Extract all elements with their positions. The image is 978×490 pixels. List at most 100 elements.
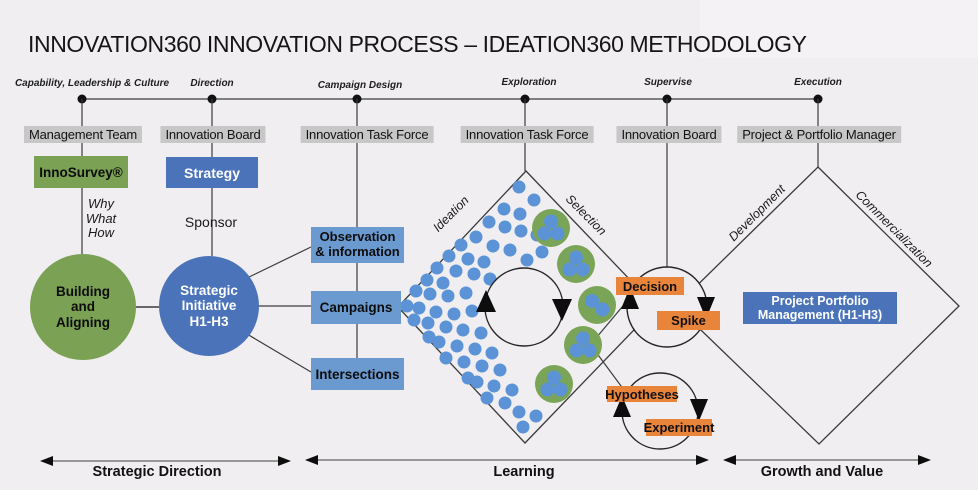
arrow-left-icon [305, 455, 318, 465]
idea-dot [423, 287, 437, 301]
note-line: Why [88, 196, 114, 211]
role-innovation-board-1: Innovation Board [160, 126, 266, 143]
selection-circles [532, 209, 616, 403]
idea-dot [465, 304, 479, 318]
sponsor-note: Sponsor [184, 214, 238, 230]
idea-dot [447, 307, 461, 321]
selected-idea-dot [576, 331, 590, 346]
idea-dot [505, 383, 519, 397]
idea-dot [457, 355, 471, 369]
footer-label-learning: Learning [493, 464, 555, 480]
role-management-team: Management Team [23, 126, 143, 143]
idea-dot [456, 323, 470, 337]
experiment-cycle-circle [621, 372, 699, 450]
idea-dot [441, 289, 455, 303]
idea-dot [429, 305, 443, 319]
campaigns-box: Campaigns [311, 291, 401, 324]
milestone-supervise: Supervise [644, 77, 692, 88]
idea-dot [412, 301, 426, 315]
selected-idea-dot [547, 370, 561, 385]
idea-dot [439, 320, 453, 334]
selected-idea-dot [537, 226, 552, 241]
milestone-campaign-design: Campaign Design [317, 80, 403, 91]
milestone-exploration: Exploration [501, 77, 557, 88]
idea-dot [503, 243, 517, 257]
idea-dot [420, 273, 434, 287]
role-project-portfolio-manager: Project & Portfolio Manager [737, 126, 901, 143]
label-line: Initiative [181, 298, 237, 314]
arrow-right-icon [918, 455, 931, 465]
label-line: Observation [319, 229, 396, 245]
page-title: INNOVATION360 INNOVATION PROCESS – IDEAT… [28, 31, 807, 57]
cycle-arrow-up-icon [621, 287, 639, 309]
decision-box: Decision [616, 277, 684, 295]
idea-dot [527, 193, 541, 207]
selected-idea-dot [569, 343, 584, 358]
ideation-cycle-circle [484, 267, 564, 347]
idea-dot [480, 391, 494, 405]
milestone-direction: Direction [190, 78, 234, 89]
idea-dot [442, 249, 456, 263]
selected-idea-dot [562, 262, 577, 277]
idea-dot [498, 220, 512, 234]
milestone-execution: Execution [794, 77, 842, 88]
strategy-box: Strategy [166, 157, 258, 188]
idea-dot [439, 351, 453, 365]
label-line: Strategic [180, 283, 238, 299]
idea-dot [493, 363, 507, 377]
spike-box: Spike [657, 311, 720, 330]
label-line: H1-H3 [189, 313, 229, 329]
idea-dot [520, 253, 534, 267]
idea-dot [470, 375, 484, 389]
development-commercialization-diamond [675, 166, 960, 445]
role-task-force-2: Innovation Task Force [460, 126, 594, 143]
idea-dot [432, 335, 446, 349]
idea-dot [409, 284, 423, 298]
selected-idea-dot [575, 262, 590, 277]
idea-dot [468, 342, 482, 356]
ideation-selection-diamond [397, 170, 657, 444]
idea-dot [450, 339, 464, 353]
idea-dot [469, 230, 483, 244]
idea-dot [486, 239, 500, 253]
label-line: and [70, 299, 95, 315]
idea-dot [474, 326, 488, 340]
label-line: Aligning [56, 314, 110, 330]
role-innovation-board-2: Innovation Board [616, 126, 722, 143]
arrow-left-icon [723, 455, 736, 465]
selected-idea-dot [553, 382, 568, 397]
idea-dot [535, 245, 549, 259]
innosurvey-box: InnoSurvey® [34, 156, 128, 188]
initiative-intersections-connector [246, 333, 312, 373]
idea-dot [512, 405, 526, 419]
arrow-left-icon [40, 456, 53, 466]
idea-dot [436, 276, 450, 290]
background-highlight [700, 0, 978, 58]
footer-label-growth-value: Growth and Value [760, 464, 884, 480]
arrow-right-icon [696, 455, 709, 465]
cycle-arrow-up-icon [613, 396, 631, 417]
idea-dot [430, 261, 444, 275]
selected-idea-dot [595, 302, 610, 317]
hypotheses-box: Hypotheses [605, 386, 679, 402]
arrow-right-icon [278, 456, 291, 466]
idea-dot [461, 252, 475, 266]
observation-label: Observation& information [315, 229, 400, 260]
idea-dot [514, 224, 528, 238]
note-line: What [85, 210, 117, 226]
selected-idea-dot [569, 250, 583, 265]
idea-dot [449, 264, 463, 278]
cycle-arrow-down-icon [552, 299, 572, 321]
label-line: Building [56, 284, 110, 300]
observation-information-box: Observation& information [311, 227, 404, 263]
intersections-box: Intersections [311, 358, 404, 390]
idea-dot [400, 299, 414, 313]
